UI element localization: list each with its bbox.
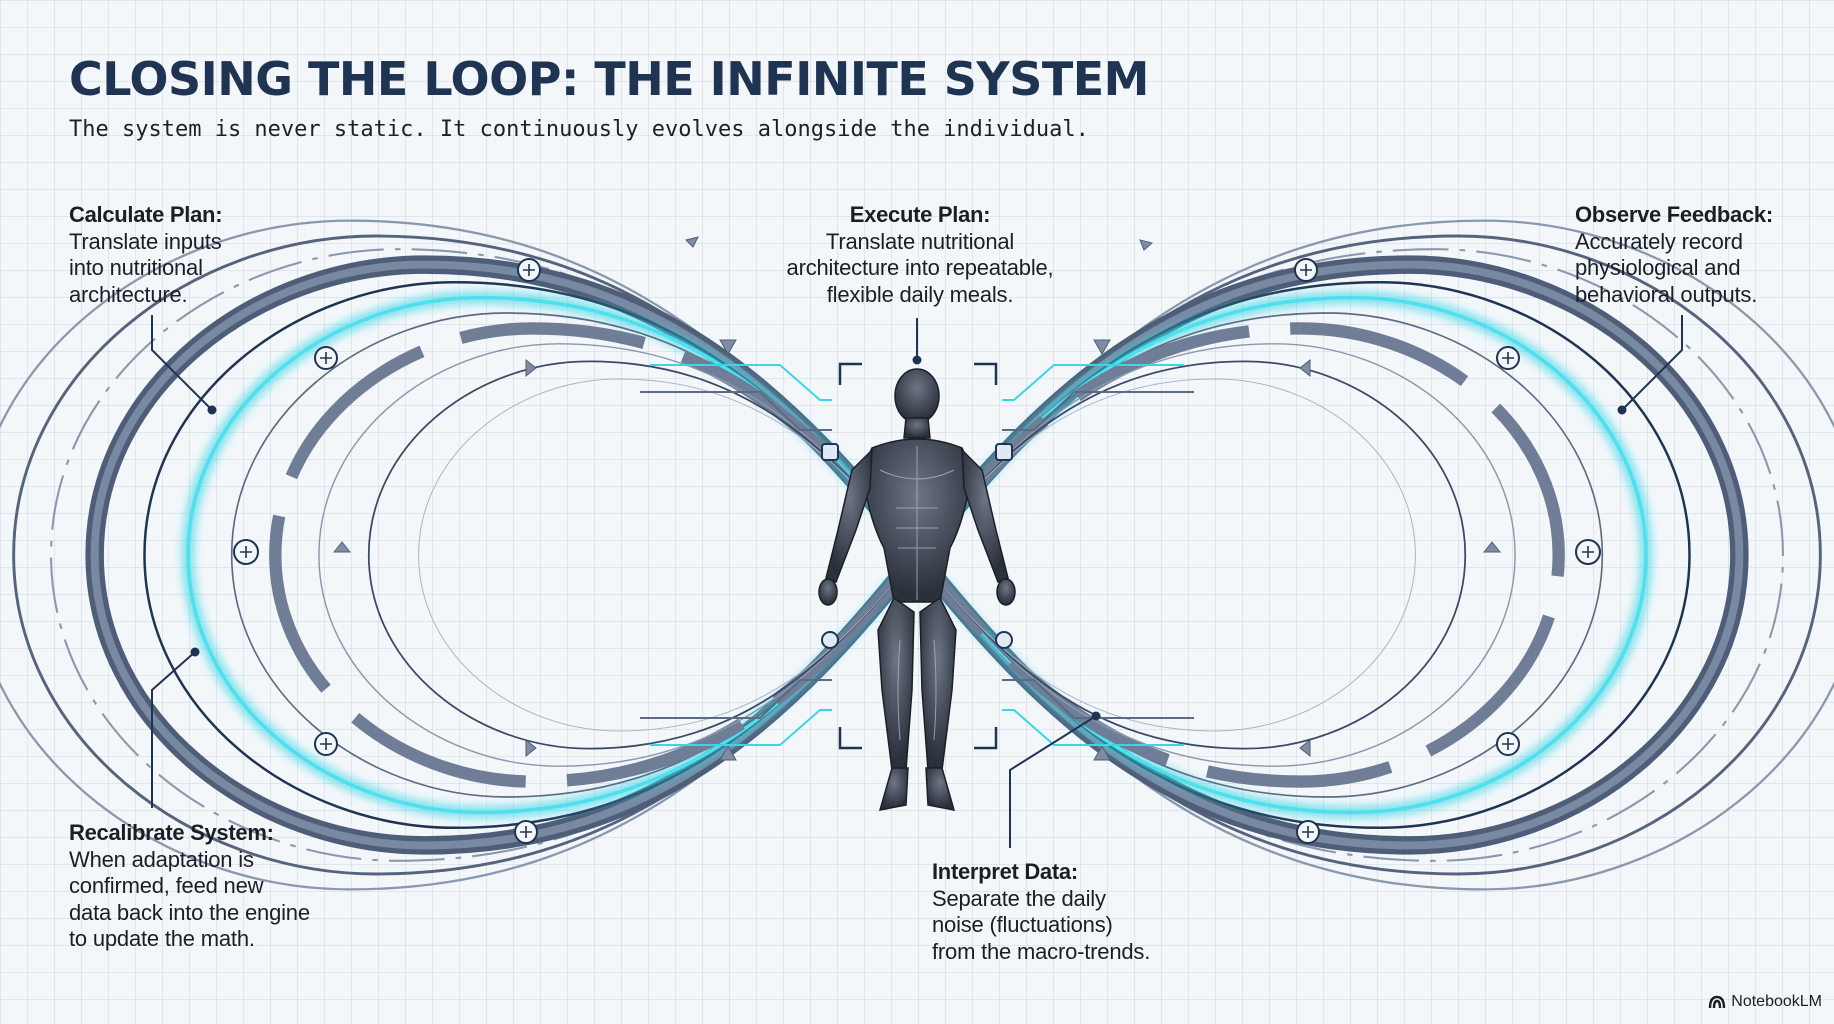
loop-node-icons — [233, 258, 1601, 844]
flow-arrow-icons — [332, 236, 1502, 761]
stage-interpret-data: Interpret Data: Separate the daily noise… — [932, 859, 1232, 965]
stage-execute-text: Translate nutritional architecture into … — [786, 228, 1054, 307]
stage-execute-title: Execute Plan: — [849, 202, 991, 227]
stage-observe-text: Accurately record physiological and beha… — [1575, 228, 1758, 307]
notebooklm-logo-icon — [1709, 995, 1726, 1009]
brand-name: NotebookLM — [1731, 993, 1822, 1010]
stage-recalibrate-system: Recalibrate System: When adaptation is c… — [69, 820, 369, 953]
stage-calculate-plan: Calculate Plan: Translate inputs into nu… — [69, 202, 309, 308]
focus-brackets — [838, 362, 998, 750]
page-subtitle: The system is never static. It continuou… — [69, 117, 1089, 142]
stage-calculate-text: Translate inputs into nutritional archit… — [69, 228, 222, 307]
callout-anchor-dots — [190, 355, 1627, 721]
page-title: CLOSING THE LOOP: THE INFINITE SYSTEM — [69, 52, 1149, 106]
stage-interpret-title: Interpret Data: — [932, 859, 1078, 884]
stage-interpret-text: Separate the daily noise (fluctuations) … — [932, 885, 1151, 964]
stage-execute-plan: Execute Plan: Translate nutritional arch… — [740, 202, 1100, 308]
stage-calculate-title: Calculate Plan: — [69, 202, 223, 227]
stage-observe-title: Observe Feedback: — [1575, 202, 1773, 227]
callout-leader-lines — [151, 315, 1683, 848]
brand-watermark: NotebookLM — [1708, 993, 1822, 1011]
figure-muscle-lines — [879, 446, 955, 741]
stage-recalibrate-title: Recalibrate System: — [69, 820, 274, 845]
chip-icons — [821, 443, 1013, 649]
circuit-traces — [640, 364, 1194, 746]
human-figure-icon — [818, 368, 1016, 811]
stage-observe-feedback: Observe Feedback: Accurately record phys… — [1575, 202, 1825, 308]
stage-recalibrate-text: When adaptation is confirmed, feed new d… — [69, 846, 310, 952]
